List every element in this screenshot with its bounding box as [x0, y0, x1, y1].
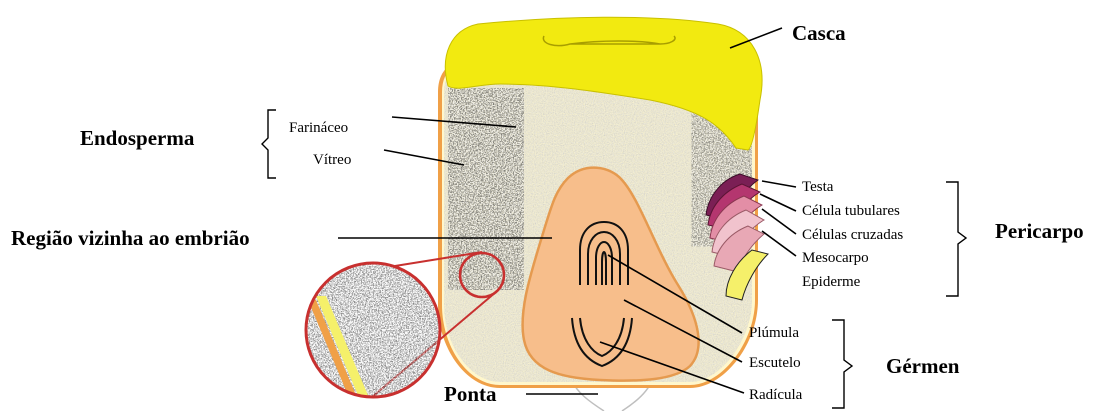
label-celula-tubulares: Célula tubulares	[802, 204, 900, 219]
label-ponta: Ponta	[444, 384, 497, 405]
label-escutelo: Escutelo	[749, 356, 801, 371]
label-farinaceo: Farináceo	[289, 121, 348, 136]
germen-bracket	[832, 320, 852, 408]
label-casca: Casca	[792, 23, 846, 44]
endosperma-bracket	[262, 110, 276, 178]
label-radicula: Radícula	[749, 388, 802, 403]
label-epiderme: Epiderme	[802, 275, 860, 290]
label-germen: Gérmen	[886, 356, 959, 377]
label-pericarpo: Pericarpo	[995, 221, 1084, 242]
pericarpo-bracket	[946, 182, 966, 296]
label-celulas-cruzadas: Células cruzadas	[802, 228, 903, 243]
label-testa: Testa	[802, 180, 833, 195]
label-mesocarpo: Mesocarpo	[802, 251, 869, 266]
label-regiao-embriao: Região vizinha ao embrião	[11, 228, 250, 249]
label-vitreo: Vítreo	[313, 153, 351, 168]
label-endosperma: Endosperma	[80, 128, 194, 149]
label-plumula: Plúmula	[749, 326, 799, 341]
